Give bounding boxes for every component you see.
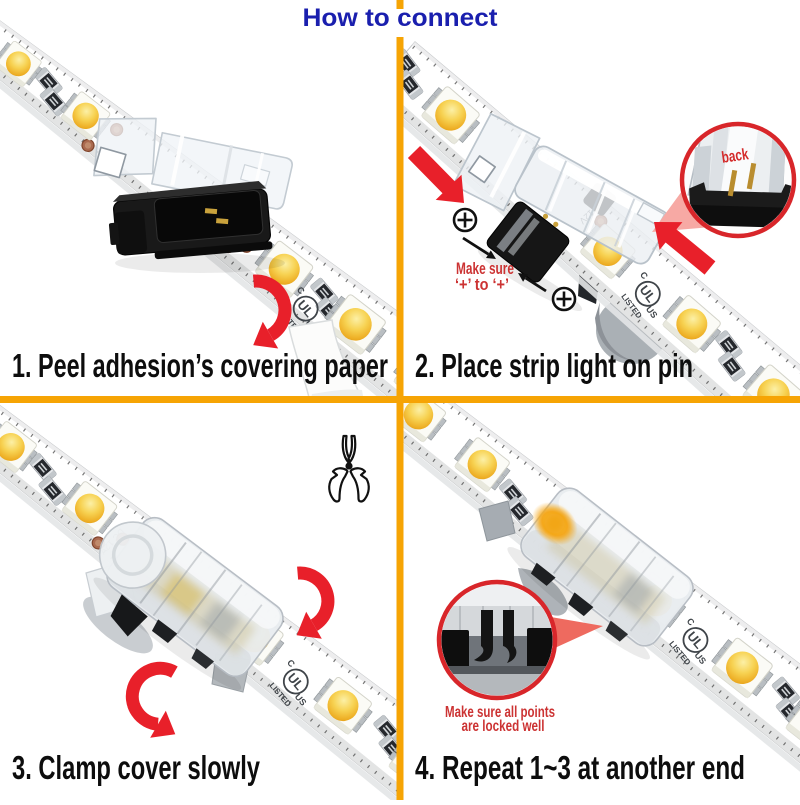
svg-text:Make sure all points: Make sure all points xyxy=(445,704,555,721)
svg-text:‘+’ to ‘+’: ‘+’ to ‘+’ xyxy=(455,276,509,294)
svg-text:are locked well: are locked well xyxy=(462,718,545,735)
svg-text:Make sure: Make sure xyxy=(456,260,514,278)
svg-text:How to connect: How to connect xyxy=(303,4,499,32)
svg-text:1. Peel adhesion’s covering pa: 1. Peel adhesion’s covering paper xyxy=(12,347,388,384)
svg-text:3. Clamp cover slowly: 3. Clamp cover slowly xyxy=(12,749,260,786)
svg-text:back: back xyxy=(721,146,750,167)
svg-text:4. Repeat 1~3 at another end: 4. Repeat 1~3 at another end xyxy=(415,749,745,786)
svg-text:2. Place strip light on pin: 2. Place strip light on pin xyxy=(415,347,693,384)
